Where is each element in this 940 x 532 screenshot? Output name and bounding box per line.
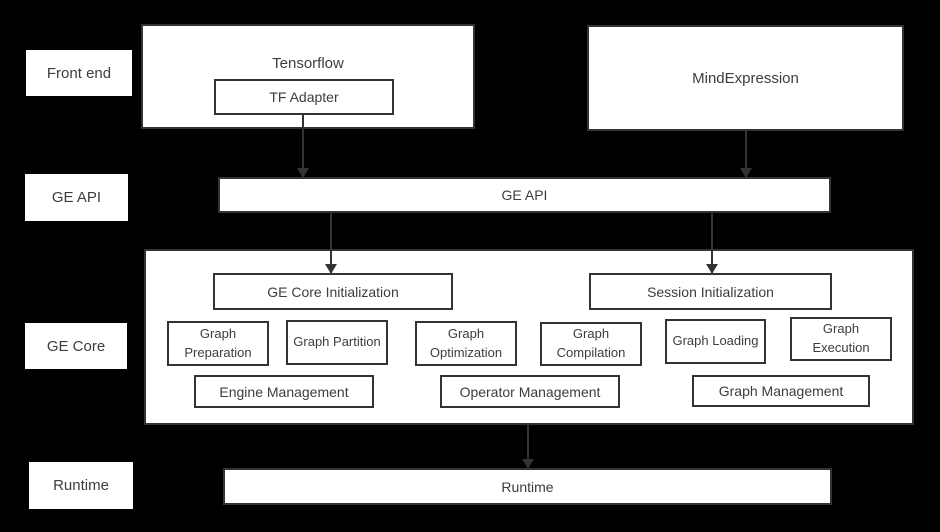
tf-adapter-box: TF Adapter [214, 79, 394, 115]
arrow-mindexpression-to-ge-api [740, 131, 752, 178]
operator-management-box: Operator Management [440, 375, 620, 408]
graph-preparation-box: Graph Preparation [167, 321, 269, 366]
tensorflow-box: Tensorflow TF Adapter [141, 24, 475, 129]
session-initialization-box: Session Initialization [589, 273, 832, 310]
arrow-ge-api-to-session-initialization [706, 213, 718, 274]
layer-label-runtime: Runtime [29, 462, 133, 509]
tensorflow-label: Tensorflow [272, 55, 344, 72]
engine-management-box: Engine Management [194, 375, 374, 408]
runtime-bar: Runtime [223, 468, 832, 505]
graph-optimization-box: Graph Optimization [415, 321, 517, 366]
ge-core-box: GE Core Initialization Session Initializ… [144, 249, 914, 425]
layer-label-front-end: Front end [26, 50, 132, 96]
layer-label-ge-core: GE Core [25, 323, 127, 369]
layer-label-ge-api: GE API [25, 174, 128, 221]
arrow-ge-api-to-ge-core-initialization [325, 213, 337, 274]
graph-loading-box: Graph Loading [665, 319, 766, 364]
graph-compilation-box: Graph Compilation [540, 322, 642, 366]
arrow-tf-adapter-to-ge-api [297, 114, 309, 178]
graph-partition-box: Graph Partition [286, 320, 388, 365]
graph-execution-box: Graph Execution [790, 317, 892, 361]
graph-management-box: Graph Management [692, 375, 870, 407]
arrow-ge-core-to-runtime [522, 425, 534, 469]
ge-core-initialization-box: GE Core Initialization [213, 273, 453, 310]
mindexpression-box: MindExpression [587, 25, 904, 131]
ge-api-bar: GE API [218, 177, 831, 213]
